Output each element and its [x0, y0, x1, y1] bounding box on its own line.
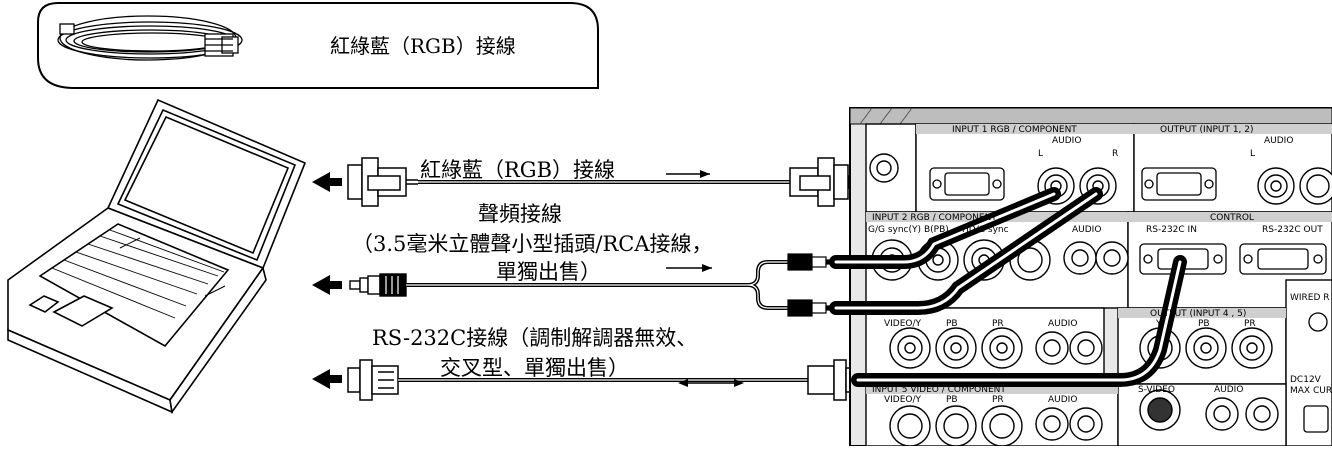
- rs232-cable-line1: RS-232C接線（調制解調器無效、: [372, 326, 698, 350]
- rs232-cable-line2: 交叉型、單獨出售）: [440, 356, 629, 380]
- label-audio-in: AUDIO: [1052, 136, 1081, 146]
- rgb-cable-label: 紅綠藍（RGB）接線: [420, 158, 616, 182]
- label-out45-pb: PB: [1198, 319, 1210, 329]
- label-audio6: AUDIO: [1214, 385, 1243, 395]
- label-audio2: AUDIO: [1072, 225, 1101, 235]
- laptop-icon: [7, 98, 307, 415]
- label-audio-out: AUDIO: [1264, 136, 1293, 146]
- rgb-cable: [347, 157, 936, 207]
- label-rs232-in: RS-232C IN: [1146, 225, 1197, 235]
- label-pb5: PB: [946, 395, 958, 405]
- label-in2-gy: G/G sync(Y): [868, 225, 921, 235]
- label-input2: INPUT 2 RGB / COMPONENT: [872, 213, 997, 223]
- label-output: OUTPUT (INPUT 1, 2): [1160, 125, 1254, 135]
- label-in2-hd: HD/C sync: [962, 225, 1009, 235]
- panel-cables: [829, 187, 1187, 387]
- label-out45-pr: PR: [1244, 319, 1256, 329]
- label-dc: DC12V: [1290, 375, 1322, 385]
- output-audio-jacks: [1257, 167, 1332, 205]
- label-output45: OUTPUT (INPUT 4 , 5): [1150, 309, 1246, 319]
- label-input1: INPUT 1 RGB / COMPONENT: [952, 125, 1077, 135]
- svideo-jack: [1139, 389, 1181, 431]
- accessory-box: [37, 2, 599, 89]
- label-out45-y: Y: [1155, 319, 1162, 329]
- label-svideo: S-VIDEO: [1138, 385, 1175, 395]
- label-audio-r: R: [1112, 149, 1118, 159]
- svideo-audio-jacks: [1205, 397, 1279, 431]
- panel-labels: INPUT 1 RGB / COMPONENT AUDIO OUTPUT (IN…: [868, 125, 1332, 405]
- input5-bnc-jacks: [889, 405, 1103, 447]
- label-out-l: L: [1250, 149, 1255, 159]
- audio-cable-line2: （3.5毫米立體聲小型插頭/RCA接線，: [352, 232, 713, 256]
- label-pr: PR: [992, 319, 1004, 329]
- label-input5: INPUT 5 VIDEO / COMPONENT: [872, 385, 1006, 395]
- audio-cable: [349, 253, 837, 317]
- label-wired: WIRED R: [1290, 293, 1330, 303]
- label-video-y5: VIDEO/Y: [884, 395, 922, 405]
- projector-panel: [849, 107, 1332, 447]
- label-pr5: PR: [992, 395, 1004, 405]
- label-control: CONTROL: [1210, 213, 1254, 223]
- input4-bnc-jacks: [889, 327, 1103, 369]
- left-arrows: [312, 172, 342, 389]
- label-in2-b: B(PB): [924, 225, 949, 235]
- label-audio-l: L: [1038, 149, 1043, 159]
- label-rs232-out: RS-232C OUT: [1262, 225, 1323, 235]
- label-audio5: AUDIO: [1048, 395, 1077, 405]
- label-maxcur: MAX CURR: [1290, 386, 1332, 396]
- input1-dsub-port: [929, 167, 1005, 201]
- audio-cable-line1: 聲頻接線: [478, 202, 562, 226]
- accessory-label: 紅綠藍（RGB）接線: [330, 34, 516, 58]
- label-video-y: VIDEO/Y: [884, 319, 922, 329]
- rs232c-out-port: [1239, 243, 1327, 275]
- output-dsub-port: [1141, 167, 1217, 201]
- audio-cable-line3: 單獨出售）: [496, 260, 601, 284]
- label-audio3: AUDIO: [1048, 319, 1077, 329]
- label-pb: PB: [946, 319, 958, 329]
- coiled-cable-icon: [57, 15, 243, 61]
